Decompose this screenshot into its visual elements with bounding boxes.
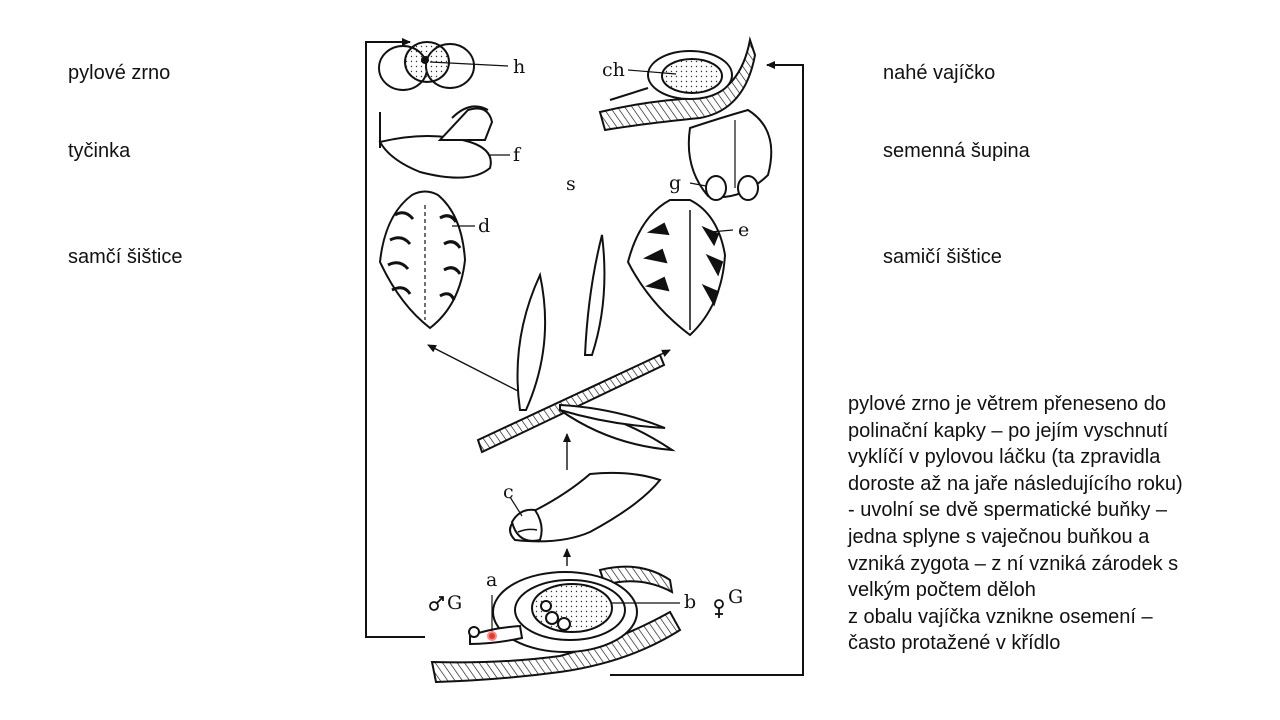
male-cone-drawing [378, 190, 475, 330]
letter-f: f [513, 144, 522, 166]
cycle-arrows [365, 38, 804, 676]
label-seed-scale: semenná šupina [883, 140, 1030, 162]
male-symbol-icon [429, 596, 444, 611]
description-line: pylové zrno je větrem přeneseno do [848, 393, 1166, 415]
description-line: často protažené v křídlo [848, 632, 1061, 655]
letter-female-g: G [728, 586, 743, 608]
description-line: doroste až na jaře následujícího roku) [848, 472, 1183, 495]
female-cone-drawing [626, 199, 734, 337]
description-line: - uvolní se dvě spermatické buňky – [848, 499, 1168, 522]
seed-scale-drawing [687, 108, 773, 201]
label-female-cone: samičí šištice [883, 246, 1002, 268]
letter-b: b [684, 591, 696, 613]
female-symbol-icon [714, 599, 724, 618]
label-male-cone: samčí šištice [68, 246, 183, 268]
label-stamen: tyčinka [68, 140, 131, 162]
description-line: velkým počtem děloh [848, 579, 1036, 602]
winged-seed-drawing [509, 471, 662, 543]
letter-d: d [478, 215, 490, 237]
left-cycle-arrow [365, 38, 425, 638]
ovule-fertilization-drawing [430, 565, 682, 684]
pollen-grain-drawing [378, 41, 509, 91]
naked-ovule-drawing [598, 36, 757, 132]
description-line: polinační kapky – po jejím vyschnutí [848, 419, 1169, 442]
letter-male-g: G [447, 592, 462, 614]
letter-ch: ch [602, 59, 625, 81]
letter-c: c [503, 481, 514, 503]
letter-g: g [669, 172, 681, 194]
letter-s: s [566, 173, 576, 195]
description-line: jedna splyne s vaječnou buňkou a [848, 525, 1150, 548]
arrow-to-male-cone [427, 344, 521, 393]
label-pollen-grain: pylové zrno [68, 62, 171, 84]
letter-e: e [738, 219, 749, 241]
description-line: vyklíčí v pylovou láčku (ta zpravidla [848, 446, 1161, 469]
right-cycle-arrow [610, 61, 804, 676]
description-line: z obalu vajíčka vznikne osemení – [848, 605, 1153, 628]
stamen-drawing [378, 105, 510, 179]
description-text: pylové zrno je větrem přeneseno do polin… [848, 391, 1268, 657]
pollen-tube-highlight-dot [487, 631, 497, 641]
description-line: vzniká zygota – z ní vzniká zárodek s [848, 552, 1179, 575]
label-naked-ovule: nahé vajíčko [883, 62, 996, 84]
letter-a: a [486, 569, 497, 591]
pine-shoot-drawing [476, 234, 676, 454]
letter-h: h [513, 56, 525, 78]
